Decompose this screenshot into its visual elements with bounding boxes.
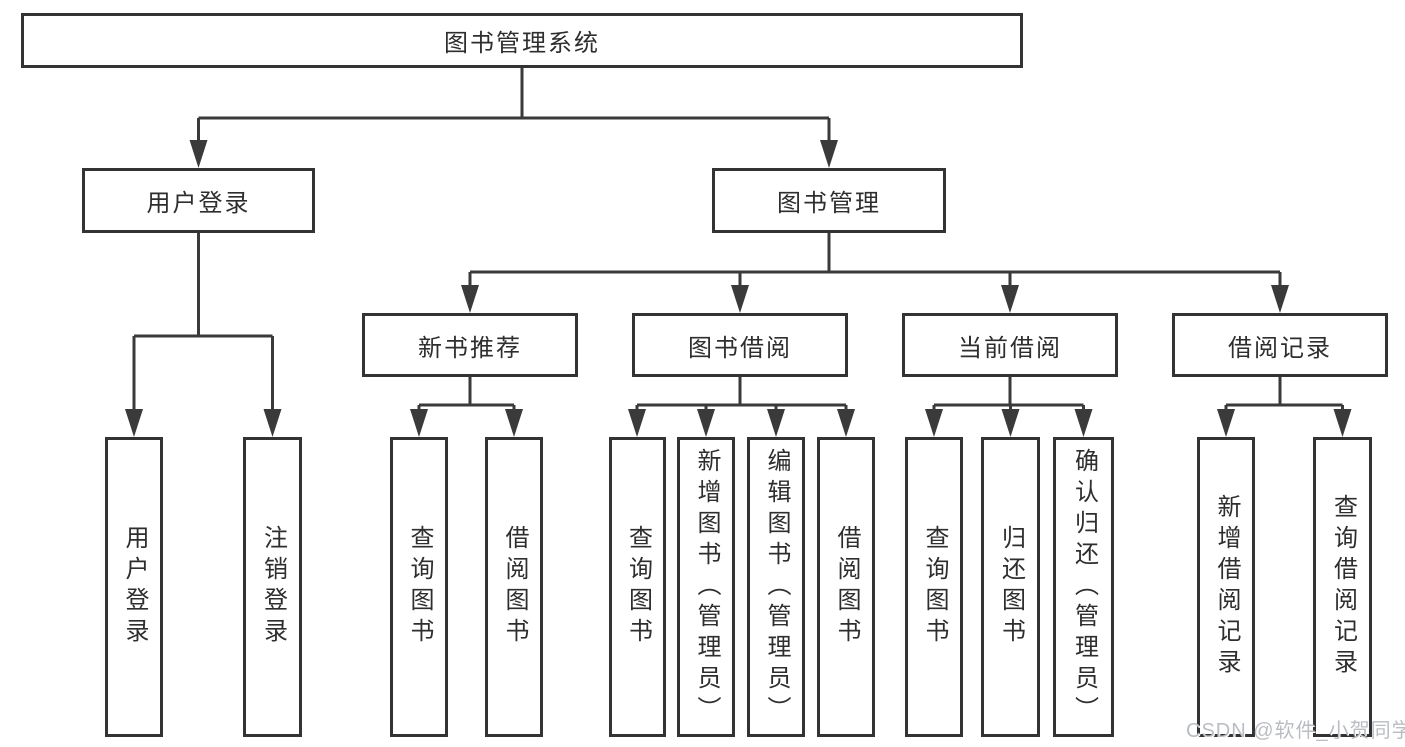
leaf-add-books-admin-label: 新增图书（管理员）: [693, 447, 720, 727]
leaf-add-borrow-record-label: 新增借阅记录: [1213, 494, 1240, 680]
node-current-borrowing-label: 当前借阅: [958, 334, 1062, 362]
leaf-confirm-return-admin-label: 确认归还（管理员）: [1070, 447, 1098, 727]
leaf-borrowing-query-books: 查询图书: [609, 437, 666, 737]
leaf-logout-label: 注销登录: [259, 525, 287, 649]
csdn-watermark: CSDN @软件_小贺同学: [1186, 720, 1405, 742]
leaf-recommend-query-books: 查询图书: [390, 437, 448, 737]
leaf-recommend-borrow-books: 借阅图书: [485, 437, 543, 737]
node-user-login-label: 用户登录: [146, 190, 251, 217]
leaf-logout: 注销登录: [243, 437, 302, 737]
leaf-user-login-label: 用户登录: [121, 525, 148, 649]
node-new-book-recommend: 新书推荐: [362, 313, 578, 377]
leaf-recommend-borrow-books-label: 借阅图书: [501, 525, 528, 649]
leaf-return-books-label: 归还图书: [997, 525, 1025, 649]
node-root-label: 图书管理系统: [444, 30, 600, 57]
leaf-current-query-books-label: 查询图书: [921, 525, 948, 649]
node-root: 图书管理系统: [21, 13, 1023, 68]
node-new-book-recommend-label: 新书推荐: [418, 334, 522, 362]
leaf-add-borrow-record: 新增借阅记录: [1197, 437, 1255, 737]
leaf-recommend-query-books-label: 查询图书: [406, 525, 433, 649]
leaf-edit-books-admin: 编辑图书（管理员）: [747, 437, 805, 737]
node-book-management-label: 图书管理: [777, 190, 881, 217]
node-current-borrowing: 当前借阅: [902, 313, 1118, 377]
leaf-current-query-books: 查询图书: [905, 437, 963, 737]
leaf-query-borrow-record: 查询借阅记录: [1313, 437, 1372, 737]
leaf-add-books-admin: 新增图书（管理员）: [677, 437, 735, 737]
leaf-borrowing-borrow-books: 借阅图书: [817, 437, 875, 737]
leaf-confirm-return-admin: 确认归还（管理员）: [1053, 437, 1114, 737]
leaf-borrowing-query-books-label: 查询图书: [624, 525, 652, 649]
node-book-borrowing: 图书借阅: [632, 313, 848, 377]
leaf-query-borrow-record-label: 查询借阅记录: [1329, 494, 1357, 680]
leaf-edit-books-admin-label: 编辑图书（管理员）: [763, 447, 790, 727]
node-borrowing-records-label: 借阅记录: [1228, 334, 1332, 362]
node-borrowing-records: 借阅记录: [1172, 313, 1388, 377]
node-user-login: 用户登录: [82, 168, 315, 233]
leaf-return-books: 归还图书: [981, 437, 1040, 737]
node-book-management: 图书管理: [712, 168, 946, 233]
node-book-borrowing-label: 图书借阅: [688, 334, 792, 362]
leaf-borrowing-borrow-books-label: 借阅图书: [833, 525, 860, 649]
leaf-user-login: 用户登录: [105, 437, 163, 737]
